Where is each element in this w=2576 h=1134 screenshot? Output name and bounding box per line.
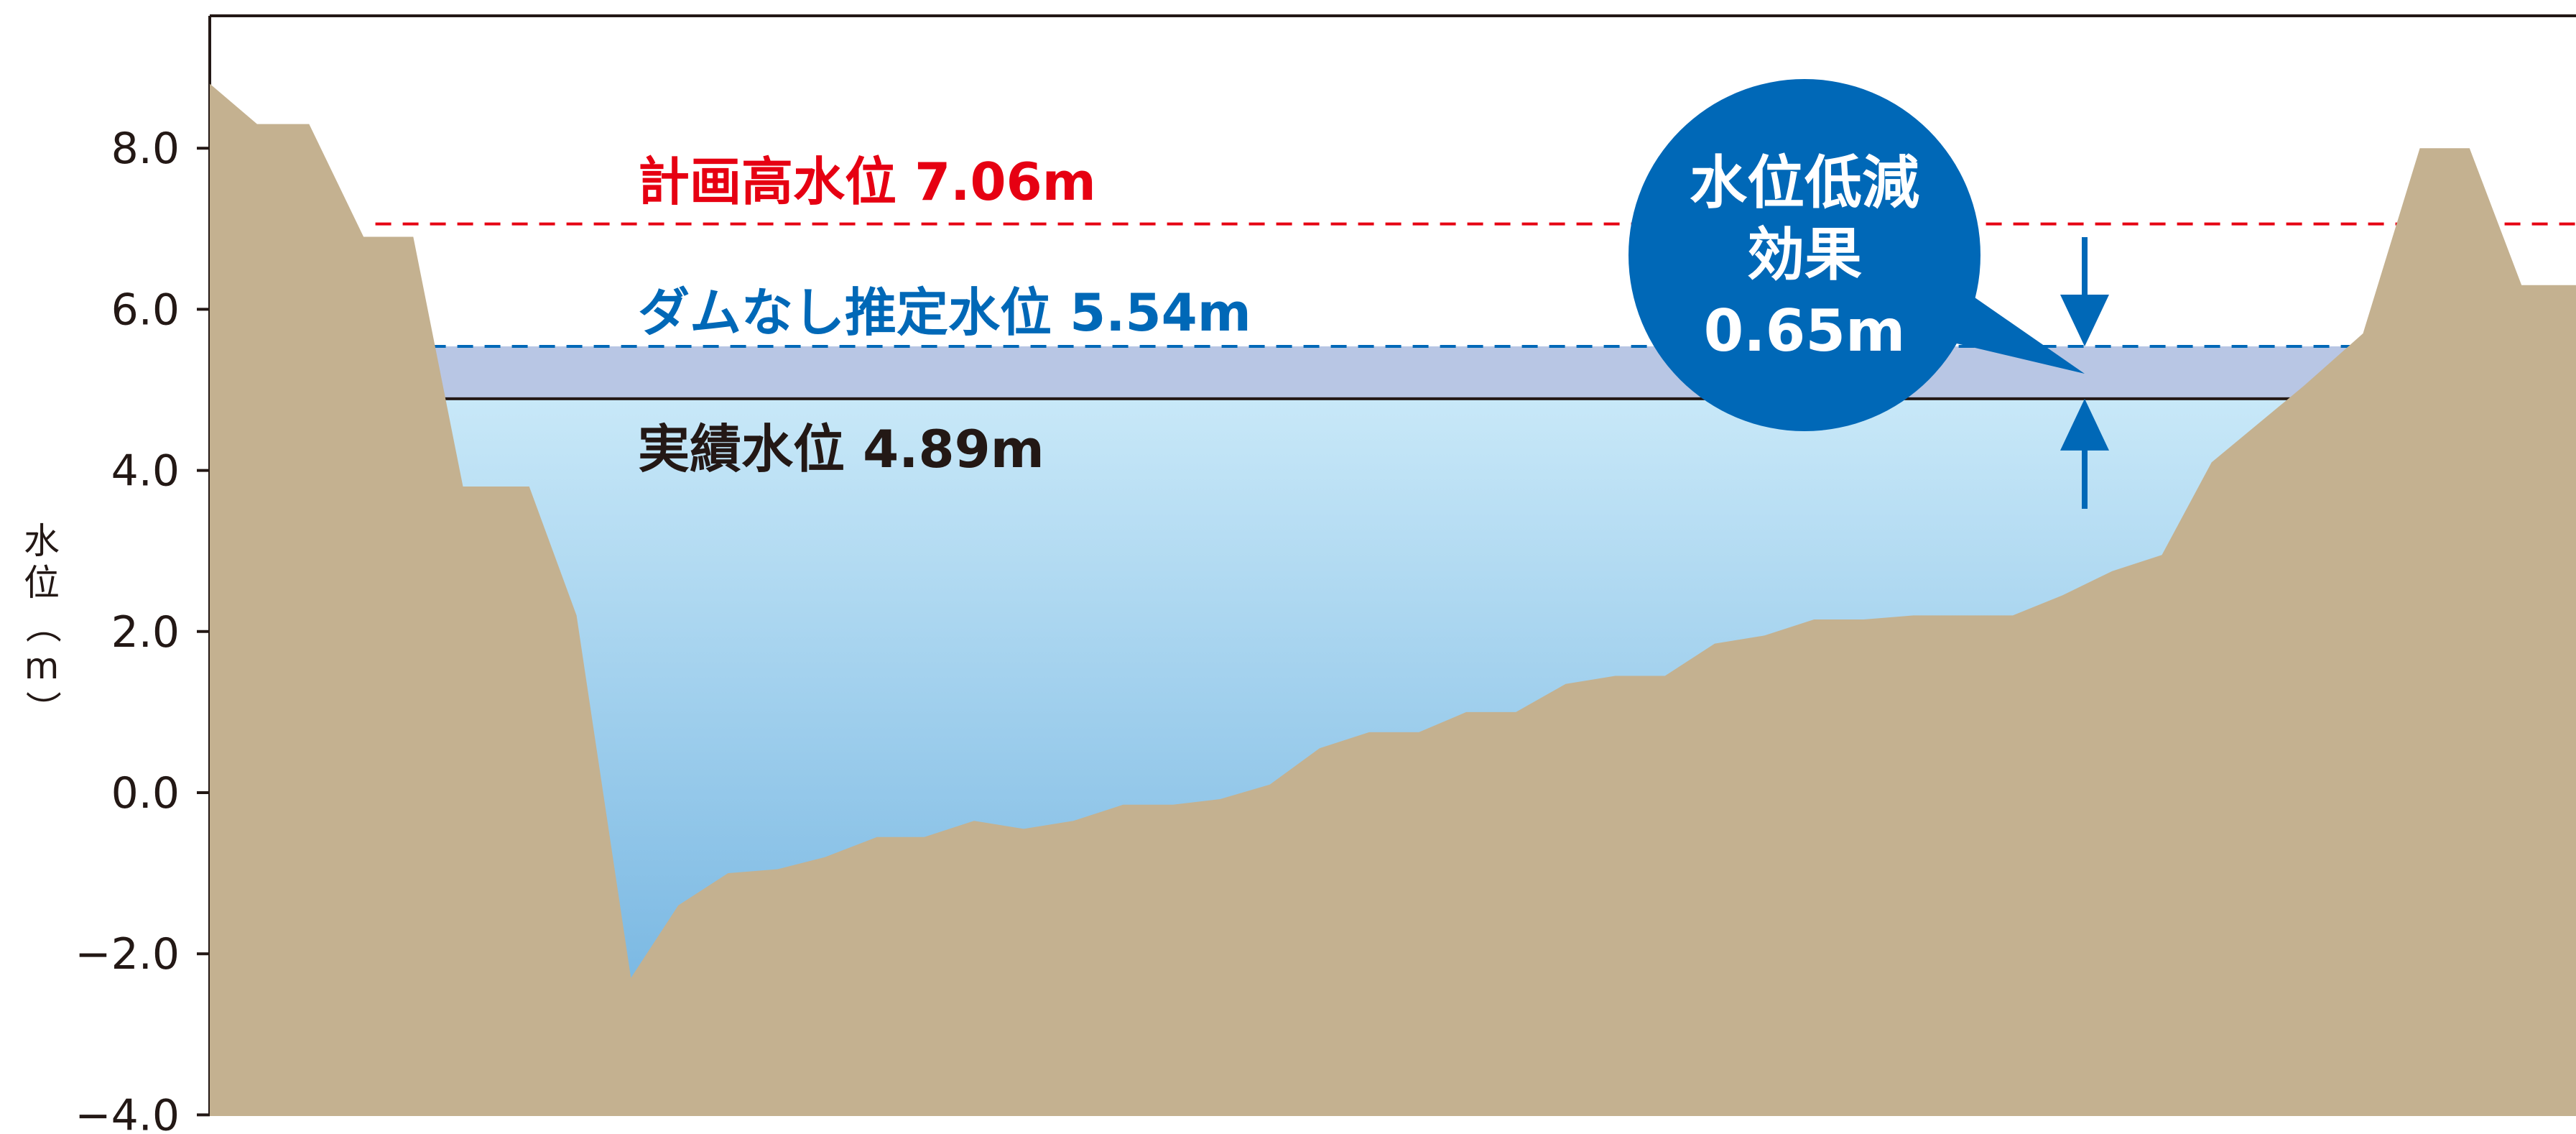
actual-water-level-label: 実績水位 4.89m	[638, 419, 1044, 479]
y-axis-tick-labels: 8.0 6.0 4.0 2.0 0.0 −2.0 −4.0	[75, 124, 180, 1134]
y-axis-label-char: ）	[22, 691, 63, 727]
y-axis-label-char: （	[22, 607, 63, 643]
callout-line-1: 水位低減	[1690, 149, 1919, 216]
y-tick-label: 6.0	[111, 285, 180, 335]
y-tick-label: 4.0	[111, 446, 180, 497]
y-tick-label: −2.0	[75, 929, 180, 979]
y-axis-label-char: 水	[24, 520, 60, 562]
dimension-arrowhead-up	[2060, 398, 2109, 451]
planned-high-water-level-label: 計画高水位 7.06m	[638, 152, 1096, 212]
y-tick-label: 2.0	[111, 607, 180, 658]
callout-line-3: 0.65m	[1704, 298, 1906, 364]
riverbed-ground-profile	[210, 83, 2576, 1116]
y-axis-label-char: 位	[24, 562, 60, 604]
no-dam-estimated-water-level-label: ダムなし推定水位 5.54m	[638, 282, 1251, 343]
water-level-reduction-band	[210, 346, 2576, 399]
y-tick-label: −4.0	[75, 1090, 180, 1134]
water-level-reduction-callout: 水位低減 効果 0.65m	[1628, 79, 2085, 431]
callout-bubble	[1628, 79, 1980, 431]
y-axis-label-char: m	[24, 645, 60, 687]
dimension-arrowhead-down	[2060, 294, 2109, 346]
reduction-dimension-arrows	[2060, 237, 2109, 509]
y-axis-ticks	[197, 147, 210, 1117]
y-tick-label: 0.0	[111, 768, 180, 819]
callout-line-2: 効果	[1747, 221, 1862, 288]
y-tick-label: 8.0	[111, 124, 180, 174]
y-axis-label: 水位（m ）	[22, 520, 63, 727]
